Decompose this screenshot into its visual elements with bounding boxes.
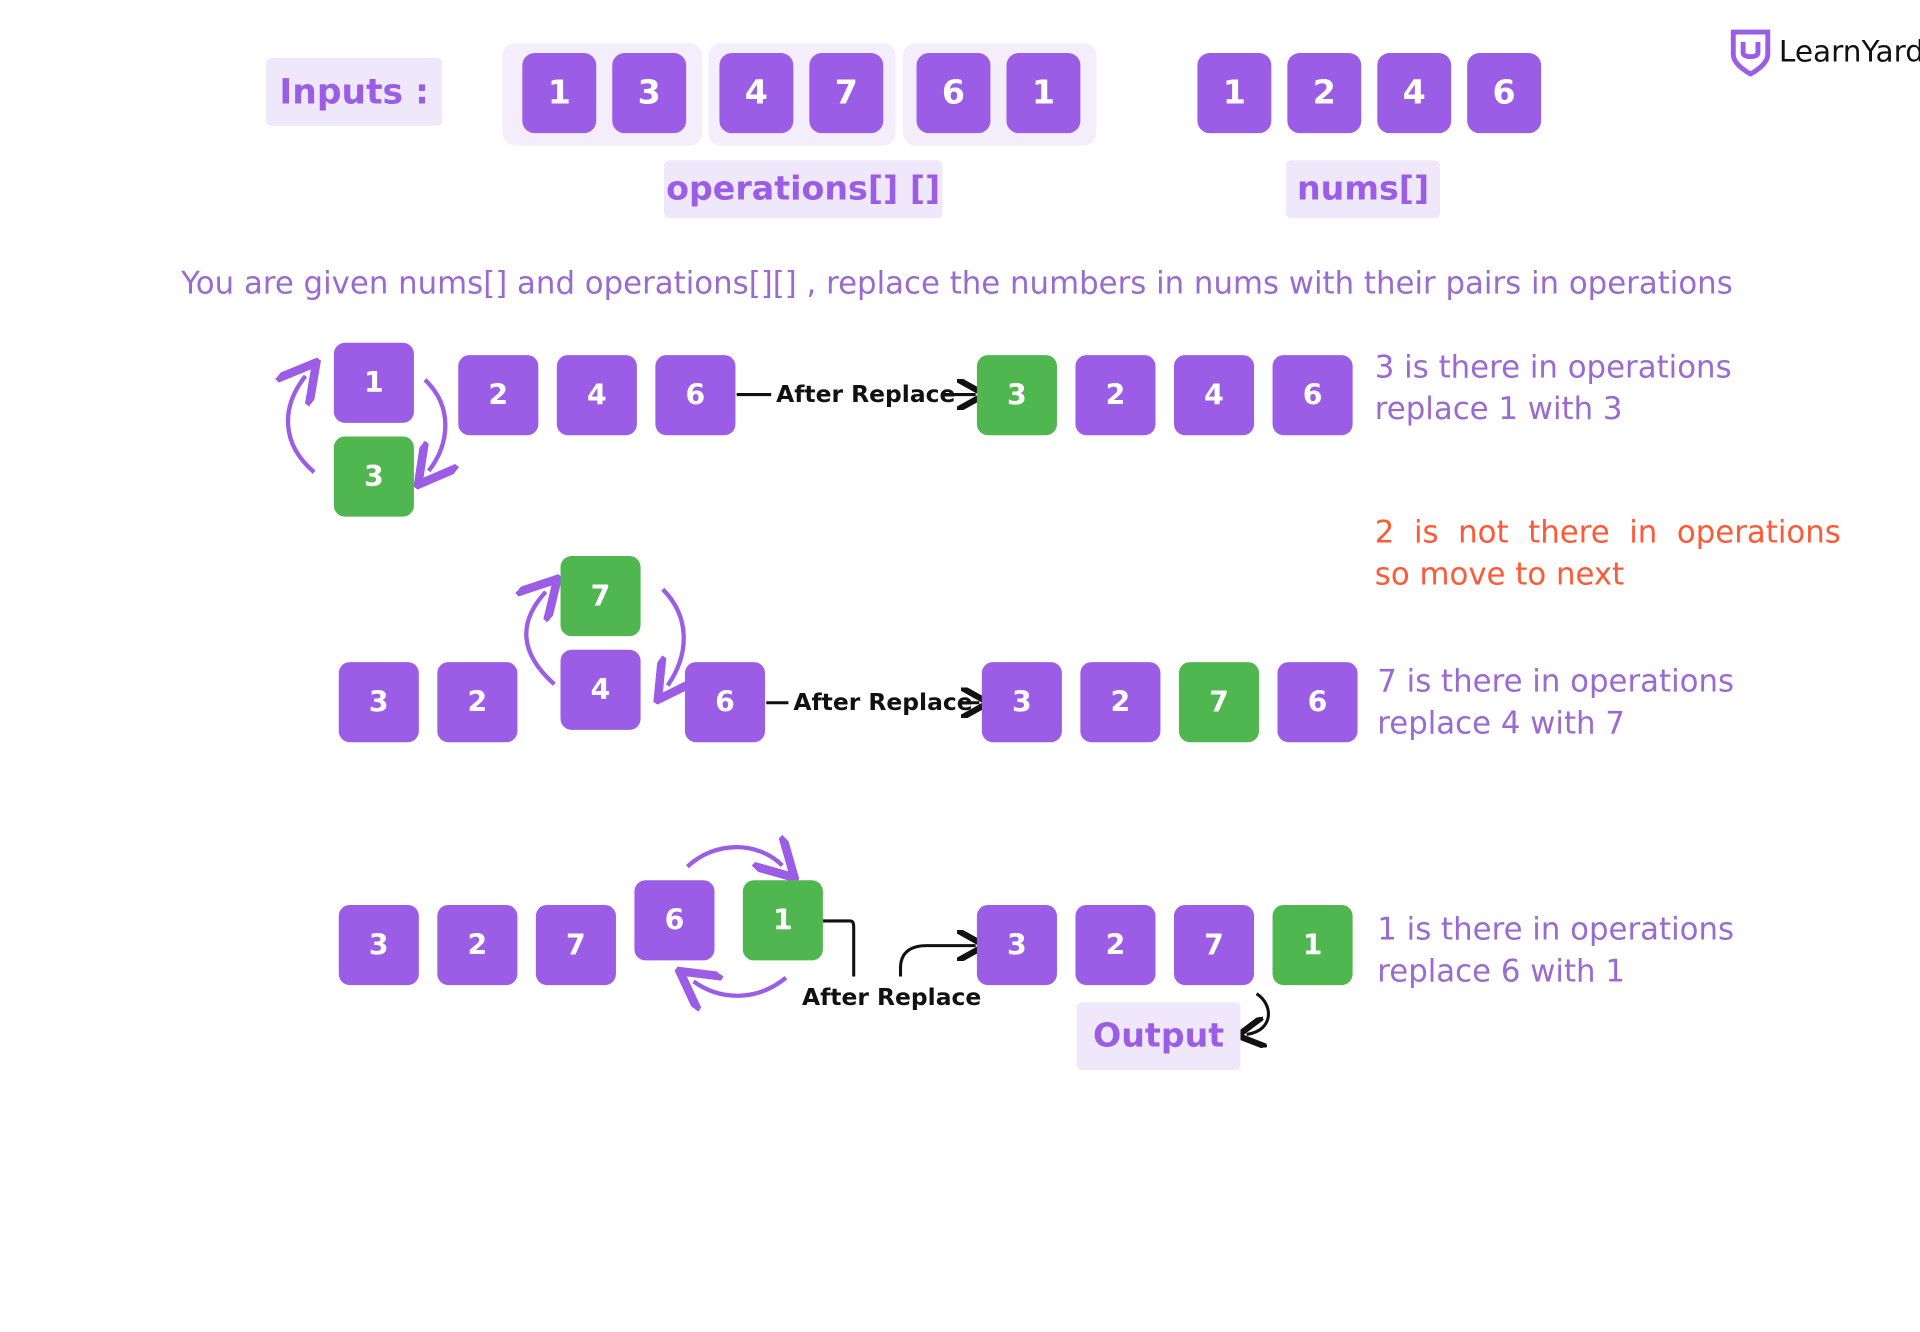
swap-box: 1 — [333, 342, 414, 423]
array-box: 6 — [1277, 662, 1358, 743]
operation-value-box: 7 — [809, 53, 884, 134]
operation-value-box: 1 — [522, 53, 597, 134]
nums-value-box: 4 — [1377, 53, 1452, 134]
swap-box-new: 7 — [560, 556, 641, 637]
array-box: 4 — [556, 355, 637, 436]
array-box: 6 — [684, 662, 766, 743]
array-box: 6 — [655, 355, 736, 436]
array-box: 7 — [1174, 904, 1255, 986]
operation-value-box: 3 — [612, 53, 687, 134]
nums-label: nums[] — [1286, 160, 1441, 219]
operation-value-box: 6 — [916, 53, 991, 134]
operation-value-box: 4 — [719, 53, 794, 134]
after-replace-arrow — [898, 946, 976, 977]
step-note: 7 is there in operations — [1377, 663, 1735, 700]
learnyard-shield-icon — [1730, 29, 1771, 77]
nums-value-box: 6 — [1467, 53, 1542, 134]
step-note: 3 is there in operations — [1374, 348, 1732, 385]
array-box: 2 — [1080, 662, 1161, 743]
array-box-replaced: 1 — [1272, 904, 1353, 986]
learnyard-logo-text: LearnYard — [1778, 34, 1920, 70]
inputs-label: Inputs : — [266, 57, 443, 126]
array-box: 7 — [535, 904, 616, 986]
nums-value-box: 2 — [1287, 53, 1362, 134]
array-box-replaced: 7 — [1178, 662, 1260, 743]
swap-box-new: 3 — [333, 436, 414, 517]
swap-box: 4 — [560, 649, 641, 730]
skip-note: so move to next — [1374, 556, 1625, 592]
swap-curve-arrow — [685, 847, 782, 867]
array-box: 2 — [1075, 904, 1156, 986]
after-replace-label: After Replace — [776, 380, 956, 409]
array-box: 3 — [976, 904, 1057, 986]
operations-label: operations[] [] — [663, 160, 943, 219]
array-box: 2 — [437, 904, 518, 986]
array-box: 6 — [1272, 355, 1353, 436]
operation-value-box: 1 — [1006, 53, 1081, 134]
array-box: 2 — [1075, 355, 1156, 436]
after-replace-label: After Replace — [793, 689, 973, 717]
array-box: 3 — [981, 662, 1062, 743]
output-label: Output — [1076, 1002, 1241, 1071]
output-arrow — [1247, 992, 1270, 1035]
swap-box-new: 1 — [742, 880, 823, 961]
after-replace-connector — [822, 919, 856, 977]
step-note: replace 6 with 1 — [1377, 953, 1625, 989]
swap-curve-arrow — [663, 587, 684, 685]
swap-curve-arrow — [425, 378, 445, 471]
swap-curve-arrow — [694, 978, 788, 996]
array-box-replaced: 3 — [976, 355, 1057, 436]
swap-curve-arrow — [288, 376, 314, 474]
learnyard-logo: LearnYard — [1730, 27, 1920, 77]
array-box: 3 — [338, 662, 419, 743]
step-note: replace 4 with 7 — [1377, 705, 1625, 741]
nums-value-box: 1 — [1197, 53, 1272, 134]
array-box: 2 — [437, 662, 518, 743]
swap-curve-arrow — [526, 592, 554, 686]
diagram-arrows — [0, 0, 1270, 1085]
array-box: 3 — [338, 904, 419, 986]
step-note: replace 1 with 3 — [1374, 390, 1623, 427]
problem-description: You are given nums[] and operations[][] … — [181, 265, 1733, 301]
after-replace-label: After Replace — [801, 983, 982, 1011]
array-box: 4 — [1174, 355, 1255, 436]
step-note: 1 is there in operations — [1377, 911, 1735, 947]
skip-note: 2 is not there in operations — [1374, 514, 1841, 550]
array-box: 2 — [458, 355, 539, 436]
swap-box: 6 — [634, 880, 715, 961]
